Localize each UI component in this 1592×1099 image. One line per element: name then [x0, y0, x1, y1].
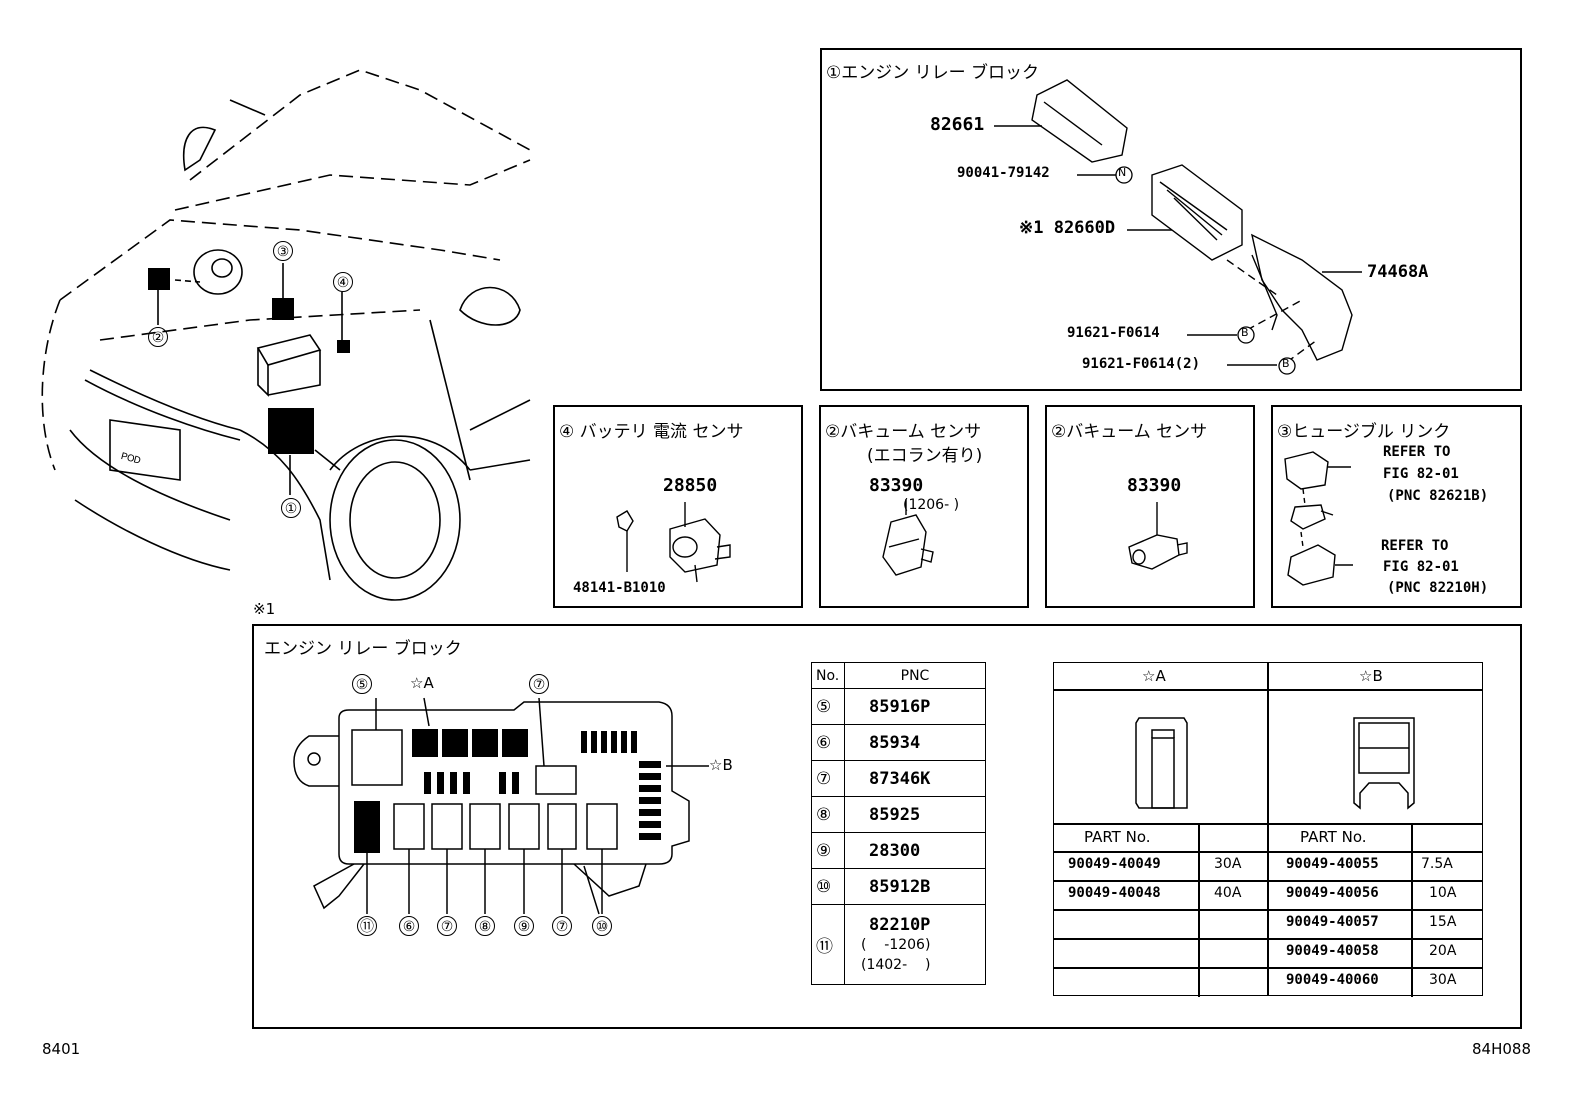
svg-text:ᴾᴼᴰ: ᴾᴼᴰ [119, 449, 142, 469]
figure-code: 84H088 [1472, 1040, 1531, 1058]
panel-title: ④ バッテリ 電流 センサ [559, 422, 744, 442]
label-7: ⑦ [529, 674, 549, 694]
pnc-row-date-2: (1402- ) [861, 956, 931, 973]
callout-1: ① [281, 498, 301, 518]
label-5: ⑤ [352, 674, 372, 694]
fuse-b-rating: 30A [1429, 972, 1457, 988]
fuse-b-rating: 10A [1429, 885, 1457, 901]
panel-title: ②バキューム センサ [825, 422, 982, 442]
fuse-b-part: 90049-40055 [1286, 856, 1379, 872]
part-82660d: ※1 82660D [1019, 218, 1116, 238]
label-6: ⑥ [399, 916, 419, 936]
label-10: ⑩ [592, 916, 612, 936]
part-48141-b1010: 48141-B1010 [573, 580, 666, 596]
panel-title: エンジン リレー ブロック [264, 639, 462, 659]
pnc-row-no: ⑨ [811, 832, 845, 869]
callout-2: ② [148, 327, 168, 347]
engine-relay-block-panel: ①エンジン リレー ブロック [820, 48, 1522, 391]
fuse-part-header-a: PART No. [1084, 828, 1151, 846]
pnc-row-no: ⑤ [811, 688, 845, 725]
panel-title: ①エンジン リレー ブロック [826, 63, 1040, 83]
panel-title: ②バキューム センサ [1051, 422, 1208, 442]
label-star-b: ☆B [709, 756, 733, 774]
relay-block-layout [293, 697, 709, 915]
pnc-header-no: No. [811, 662, 845, 689]
ref-1-line-3: (PNC 82621B) [1387, 488, 1489, 504]
label-7: ⑦ [552, 916, 572, 936]
vacuum-sensor-eco-drawing [882, 499, 934, 576]
fuse-head-b: ☆B [1359, 667, 1383, 685]
fuse-a-rating: 30A [1214, 856, 1242, 872]
pnc-row-value: 85912B [844, 868, 986, 905]
fuse-b-part: 90049-40057 [1286, 914, 1379, 930]
part-83390: 83390 [1127, 475, 1182, 496]
part-83390: 83390 [869, 475, 924, 496]
pnc-row-no: ⑥ [811, 724, 845, 761]
label-star-a: ☆A [410, 674, 434, 692]
panel-title: ③ヒュージブル リンク [1277, 422, 1451, 442]
fusible-link-panel: ③ヒュージブル リンク REFER TO FIG 82-01 (PNC 8262… [1271, 405, 1522, 608]
ref-1-line-2: FIG 82-01 [1383, 466, 1459, 482]
fuse-part-header-b: PART No. [1300, 828, 1367, 846]
callout-4: ④ [333, 272, 353, 292]
ref-2-line-3: (PNC 82210H) [1387, 580, 1489, 596]
battery-current-sensor-panel: ④ バッテリ 電流 センサ 28850 48141-B1010 [553, 405, 803, 608]
note-mark: ※1 [253, 600, 276, 618]
vacuum-sensor-drawing [1128, 502, 1188, 570]
part-74468a: 74468A [1367, 262, 1429, 282]
date-range: (1206- ) [903, 497, 960, 513]
part-91621-f0614: 91621-F0614 [1067, 325, 1160, 341]
fuse-a-part: 90049-40049 [1068, 856, 1161, 872]
ref-2-line-1: REFER TO [1381, 538, 1449, 554]
fuse-b-part: 90049-40060 [1286, 972, 1379, 988]
car-line-art: ᴾᴼᴰ [41, 69, 531, 601]
part-91621-f0614-2: 91621-F0614(2) [1082, 356, 1201, 372]
pnc-row-no: ⑪ [811, 904, 845, 985]
marker-b-2: B [1282, 357, 1290, 370]
part-82661: 82661 [930, 114, 985, 135]
pnc-row-value: 28300 [844, 832, 986, 869]
ref-1-line-1: REFER TO [1383, 444, 1451, 460]
fuse-head-a: ☆A [1142, 667, 1166, 685]
pnc-row-value: 85925 [844, 796, 986, 833]
label-9: ⑨ [514, 916, 534, 936]
fuse-a-rating: 40A [1214, 885, 1242, 901]
fuse-b-part: 90049-40058 [1286, 943, 1379, 959]
fusible-link-drawing [1284, 451, 1353, 586]
label-7: ⑦ [437, 916, 457, 936]
marker-n: N [1118, 166, 1127, 179]
battery-sensor-drawing [616, 502, 731, 583]
pnc-row-no: ⑦ [811, 760, 845, 797]
fuse-b-rating: 15A [1429, 914, 1457, 930]
fuse-b-rating: 7.5A [1421, 856, 1453, 872]
pnc-row-value: 85916P [844, 688, 986, 725]
pnc-row-value: 85934 [844, 724, 986, 761]
callout-3: ③ [273, 241, 293, 261]
label-8: ⑧ [475, 916, 495, 936]
part-90041-79142: 90041-79142 [957, 165, 1050, 181]
pnc-row-value: 82210P [869, 914, 931, 935]
pnc-header-pnc: PNC [844, 662, 986, 689]
part-28850: 28850 [663, 475, 718, 496]
vacuum-sensor-panel: ②バキューム センサ 83390 [1045, 405, 1255, 608]
pnc-row-no: ⑩ [811, 868, 845, 905]
illustration-number: 8401 [42, 1040, 81, 1058]
label-11: ⑪ [357, 916, 377, 936]
fuse-shapes [1135, 717, 1415, 810]
pnc-row-date-1: ( -1206) [861, 936, 931, 953]
relay-block-exploded-view [994, 79, 1362, 375]
pnc-row-value: 87346K [844, 760, 986, 797]
relay-block-detail-panel: エンジン リレー ブロック [252, 624, 1522, 1029]
pnc-row-no: ⑧ [811, 796, 845, 833]
panel-subtitle: (エコラン有り) [867, 446, 983, 466]
ref-2-line-2: FIG 82-01 [1383, 559, 1459, 575]
fuse-a-part: 90049-40048 [1068, 885, 1161, 901]
marker-b-1: B [1241, 326, 1249, 339]
fuse-table: ☆A ☆B PART No. PART No. 90049-40049 30A … [1053, 662, 1483, 997]
fuse-b-rating: 20A [1429, 943, 1457, 959]
fuse-b-part: 90049-40056 [1286, 885, 1379, 901]
vacuum-sensor-eco-panel: ②バキューム センサ (エコラン有り) 83390 (1206- ) [819, 405, 1029, 608]
